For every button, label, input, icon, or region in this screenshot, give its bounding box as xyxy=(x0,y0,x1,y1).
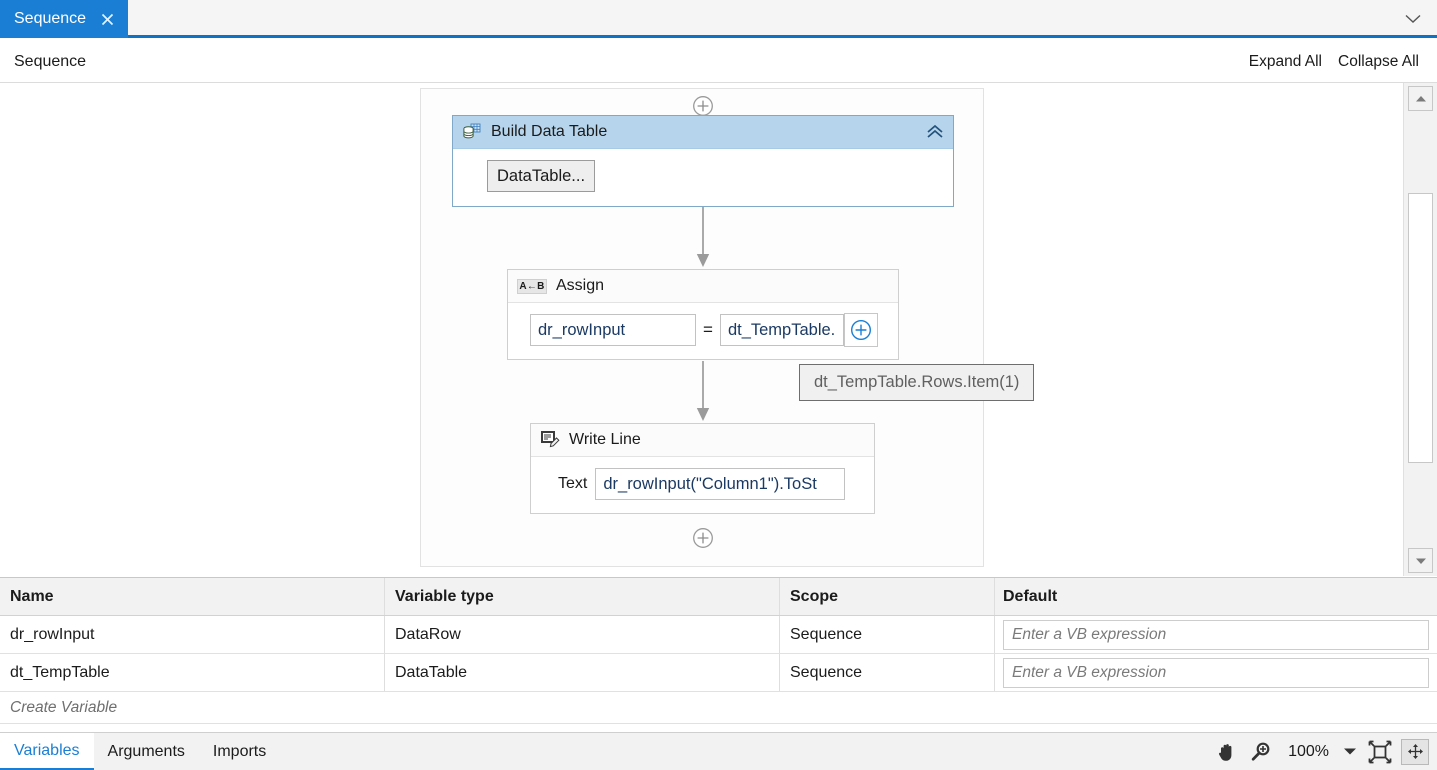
arrow-down-icon[interactable] xyxy=(1408,548,1433,573)
bottom-status-bar: Variables Arguments Imports 100% xyxy=(0,732,1437,770)
overview-icon[interactable] xyxy=(1401,738,1429,765)
write-line-icon xyxy=(540,430,560,450)
breadcrumb-bar: Sequence Expand All Collapse All xyxy=(0,41,1437,83)
tab-sequence[interactable]: Sequence xyxy=(0,0,129,38)
arrow-up-icon[interactable] xyxy=(1408,86,1433,111)
assign-to-input[interactable]: dr_rowInput xyxy=(530,314,696,346)
scrollbar-thumb[interactable] xyxy=(1408,193,1433,463)
variable-default-input[interactable]: Enter a VB expression xyxy=(1003,657,1429,688)
activity-title-build-data-table: Build Data Table xyxy=(491,123,608,140)
assign-expression-row: dr_rowInput = dt_TempTable. xyxy=(530,313,888,347)
connector-arrow-2 xyxy=(696,361,710,423)
variables-panel: Name Variable type Scope Default dr_rowI… xyxy=(0,577,1437,732)
canvas-vertical-scrollbar[interactable] xyxy=(1403,83,1437,576)
variable-name[interactable]: dt_TempTable xyxy=(0,654,385,691)
breadcrumb[interactable]: Sequence xyxy=(14,52,87,70)
activity-body-assign: dr_rowInput = dt_TempTable. xyxy=(508,303,898,359)
activity-write-line[interactable]: Write Line Text dr_rowInput("Column1").T… xyxy=(530,423,875,514)
database-table-icon xyxy=(462,122,482,142)
activity-header-assign[interactable]: A←B Assign xyxy=(508,270,898,303)
connector-arrow-1 xyxy=(696,207,710,269)
variable-scope[interactable]: Sequence xyxy=(780,654,995,691)
activity-build-data-table[interactable]: Build Data Table DataTable... xyxy=(452,115,954,207)
activity-assign[interactable]: A←B Assign dr_rowInput = dt_TempTable. xyxy=(507,269,899,360)
plus-circle-icon[interactable] xyxy=(843,313,878,347)
intellisense-tooltip: dt_TempTable.Rows.Item(1) xyxy=(799,364,1035,401)
caret-down-icon[interactable] xyxy=(1337,739,1363,765)
zoom-controls: 100% xyxy=(1210,733,1437,770)
variable-name[interactable]: dr_rowInput xyxy=(0,616,385,653)
chevron-double-up-icon[interactable] xyxy=(925,122,945,142)
write-line-text-input[interactable]: dr_rowInput("Column1").ToSt xyxy=(595,468,846,500)
activity-header-build-data-table[interactable]: Build Data Table xyxy=(453,116,953,149)
hand-icon[interactable] xyxy=(1210,737,1244,767)
assign-value-input[interactable]: dt_TempTable. xyxy=(719,314,844,346)
designer-canvas[interactable]: Build Data Table DataTable... xyxy=(0,83,1403,576)
close-icon[interactable] xyxy=(98,10,116,28)
variable-default-input[interactable]: Enter a VB expression xyxy=(1003,619,1429,650)
activity-body-write-line: Text dr_rowInput("Column1").ToSt xyxy=(531,457,874,513)
write-line-text-row: Text dr_rowInput("Column1").ToSt xyxy=(531,468,864,500)
sequence-container[interactable]: Build Data Table DataTable... xyxy=(420,88,984,567)
variable-scope[interactable]: Sequence xyxy=(780,616,995,653)
chevron-down-icon[interactable] xyxy=(1403,9,1423,29)
activity-title-assign: Assign xyxy=(556,277,605,294)
column-header-scope[interactable]: Scope xyxy=(780,578,995,615)
add-activity-icon-bottom[interactable] xyxy=(692,527,714,549)
tab-strip: Sequence xyxy=(0,0,1437,38)
column-header-name[interactable]: Name xyxy=(0,578,385,615)
variable-type[interactable]: DataTable xyxy=(385,654,780,691)
magnifier-plus-icon[interactable] xyxy=(1244,737,1278,767)
add-activity-icon-top[interactable] xyxy=(692,95,714,117)
zoom-level-value: 100% xyxy=(1288,742,1329,760)
variable-default-cell: Enter a VB expression xyxy=(995,654,1437,691)
assign-operator: = xyxy=(703,320,713,339)
create-variable-row[interactable]: Create Variable xyxy=(0,692,1437,724)
tab-sequence-label: Sequence xyxy=(14,10,87,27)
column-header-default[interactable]: Default xyxy=(1003,587,1058,605)
variable-default-cell: Enter a VB expression xyxy=(995,616,1437,653)
breadcrumb-actions: Expand All Collapse All xyxy=(1249,53,1419,71)
fit-to-screen-icon[interactable] xyxy=(1363,737,1397,767)
activity-body-build-data-table: DataTable... xyxy=(453,149,953,206)
table-row[interactable]: dt_TempTable DataTable Sequence Enter a … xyxy=(0,654,1437,692)
write-line-text-label: Text xyxy=(558,475,588,492)
activity-header-write-line[interactable]: Write Line xyxy=(531,424,874,457)
tab-imports[interactable]: Imports xyxy=(212,742,267,760)
datatable-editor-button[interactable]: DataTable... xyxy=(487,160,596,192)
activity-title-write-line: Write Line xyxy=(569,431,641,448)
collapse-all-button[interactable]: Collapse All xyxy=(1338,52,1419,70)
tab-variables[interactable]: Variables xyxy=(0,733,94,770)
expand-all-button[interactable]: Expand All xyxy=(1248,52,1322,70)
assign-value-text: dt_TempTable. xyxy=(727,320,836,339)
table-row[interactable]: dr_rowInput DataRow Sequence Enter a VB … xyxy=(0,616,1437,654)
tab-arguments[interactable]: Arguments xyxy=(107,742,185,760)
assign-icon: A←B xyxy=(517,278,547,294)
variable-type[interactable]: DataRow xyxy=(385,616,780,653)
variables-header-row: Name Variable type Scope Default xyxy=(0,578,1437,616)
column-header-variable-type[interactable]: Variable type xyxy=(385,578,780,615)
